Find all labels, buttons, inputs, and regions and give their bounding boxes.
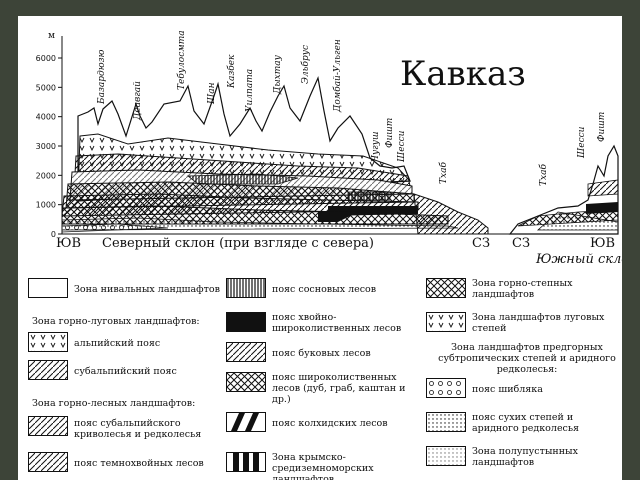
peak-label: Деавгай [133, 81, 143, 121]
swatch-mountain-steppe [426, 278, 466, 298]
legend-conifer-broadleaf: пояс хвойно-широколиственных лесов [272, 312, 402, 334]
peak-label: Базардюзю [97, 49, 107, 105]
swatch-subalpine-crooked [28, 416, 68, 436]
swatch-dark-conifer [28, 452, 68, 472]
legend-foothill-hdr: Зона ландшафтов предгорных субтропически… [438, 342, 616, 375]
legend-colchis: пояс колхидских лесов [272, 418, 388, 429]
north-slope-profile [61, 75, 489, 235]
slide-title: Кавказ [400, 54, 526, 94]
swatch-colchis [226, 412, 266, 432]
legend-broadleaf: пояс широколиственных лесов (дуб, граб, … [272, 372, 406, 405]
peak-label: Шан [207, 82, 217, 105]
legend-alpine: альпийский пояс [74, 338, 161, 349]
peak-label: Шесси [577, 126, 587, 159]
peak-label: Казбек [226, 54, 237, 89]
y-tick-label: 5000 [36, 83, 56, 92]
legend-dry-steppe: пояс сухих степей и аридного редколесья [472, 412, 580, 434]
label-sz-1: СЗ [472, 236, 491, 251]
y-tick-label: 1000 [36, 201, 56, 210]
y-axis-unit: м [48, 31, 55, 41]
legend-mountain-meadow-hdr: Зона горно-луговых ландшафтов: [32, 316, 200, 327]
legend-meadow-steppe: Зона ландшафтов луговых степей [472, 312, 605, 334]
south-slope-profile [508, 144, 619, 235]
legend-dark-conifer: пояс темнохвойных лесов [74, 458, 204, 469]
label-sz-2: СЗ [512, 236, 531, 251]
legend-nival: Зона нивальных ландшафтов [74, 284, 220, 295]
legend-subalpine: субальпийский пояс [74, 366, 177, 377]
peak-label: Тхаб [438, 162, 449, 184]
swatch-beech [226, 342, 266, 362]
y-tick-label: 2000 [36, 171, 56, 180]
swatch-pine [226, 278, 266, 298]
legend-semidesert: Зона полупустынных ландшафтов [472, 446, 578, 468]
label-north-slope: Северный склон (при взгляде с севера) [102, 236, 374, 251]
swatch-broadleaf [226, 372, 266, 392]
y-tick-label: 6000 [36, 54, 56, 63]
slide-card: м 6000 5000 4000 3000 2000 1000 0 [18, 16, 622, 480]
peak-label: Уилпата [245, 69, 255, 112]
peak-label: Домбай-Ульген [332, 39, 343, 113]
peak-label: Дыхтау [273, 54, 283, 95]
legend-mountain-steppe: Зона горно-степных ландшафтов [472, 278, 573, 300]
peak-label: Чугуш [371, 132, 381, 162]
swatch-nival [28, 278, 68, 298]
legend-pine: пояс сосновых лесов [272, 284, 377, 295]
peak-label: Шесси [397, 130, 407, 163]
caucasus-profile-diagram: м 6000 5000 4000 3000 2000 1000 0 [36, 30, 619, 239]
swatch-meadow-steppe [426, 312, 466, 332]
y-tick-label: 3000 [36, 142, 56, 151]
peak-label: Фишт [597, 112, 607, 142]
legend-subalpine-crooked: пояс субальпийского криволесья и редколе… [74, 418, 202, 440]
peak-label: Тхаб [538, 164, 549, 186]
peak-label: Фишт [385, 118, 395, 148]
y-axis: м 6000 5000 4000 3000 2000 1000 0 [36, 31, 63, 239]
legend-shiblyak: пояс шибляка [472, 384, 543, 395]
legend-mountain-forest-hdr: Зона горно-лесных ландшафтов: [32, 398, 196, 409]
swatch-dry-steppe [426, 412, 466, 432]
swatch-crimean [226, 452, 266, 472]
swatch-semidesert [426, 446, 466, 466]
y-tick-label: 0 [51, 230, 56, 239]
peak-label: Тебулосмта [176, 30, 187, 90]
label-yuv-right: ЮВ [590, 236, 616, 251]
y-tick-label: 4000 [36, 113, 56, 122]
legend-beech: пояс буковых лесов [272, 348, 371, 359]
swatch-subalpine [28, 360, 68, 380]
peak-label: Эльбрус [300, 45, 311, 84]
label-south-slope: Южный склон [536, 252, 622, 267]
label-yuv-left: ЮВ [56, 236, 82, 251]
swatch-shiblyak [426, 378, 466, 398]
legend-crimean: Зона крымско-средиземноморских ландшафто… [272, 452, 374, 480]
swatch-alpine [28, 332, 68, 352]
swatch-conifer-broadleaf [226, 312, 266, 332]
